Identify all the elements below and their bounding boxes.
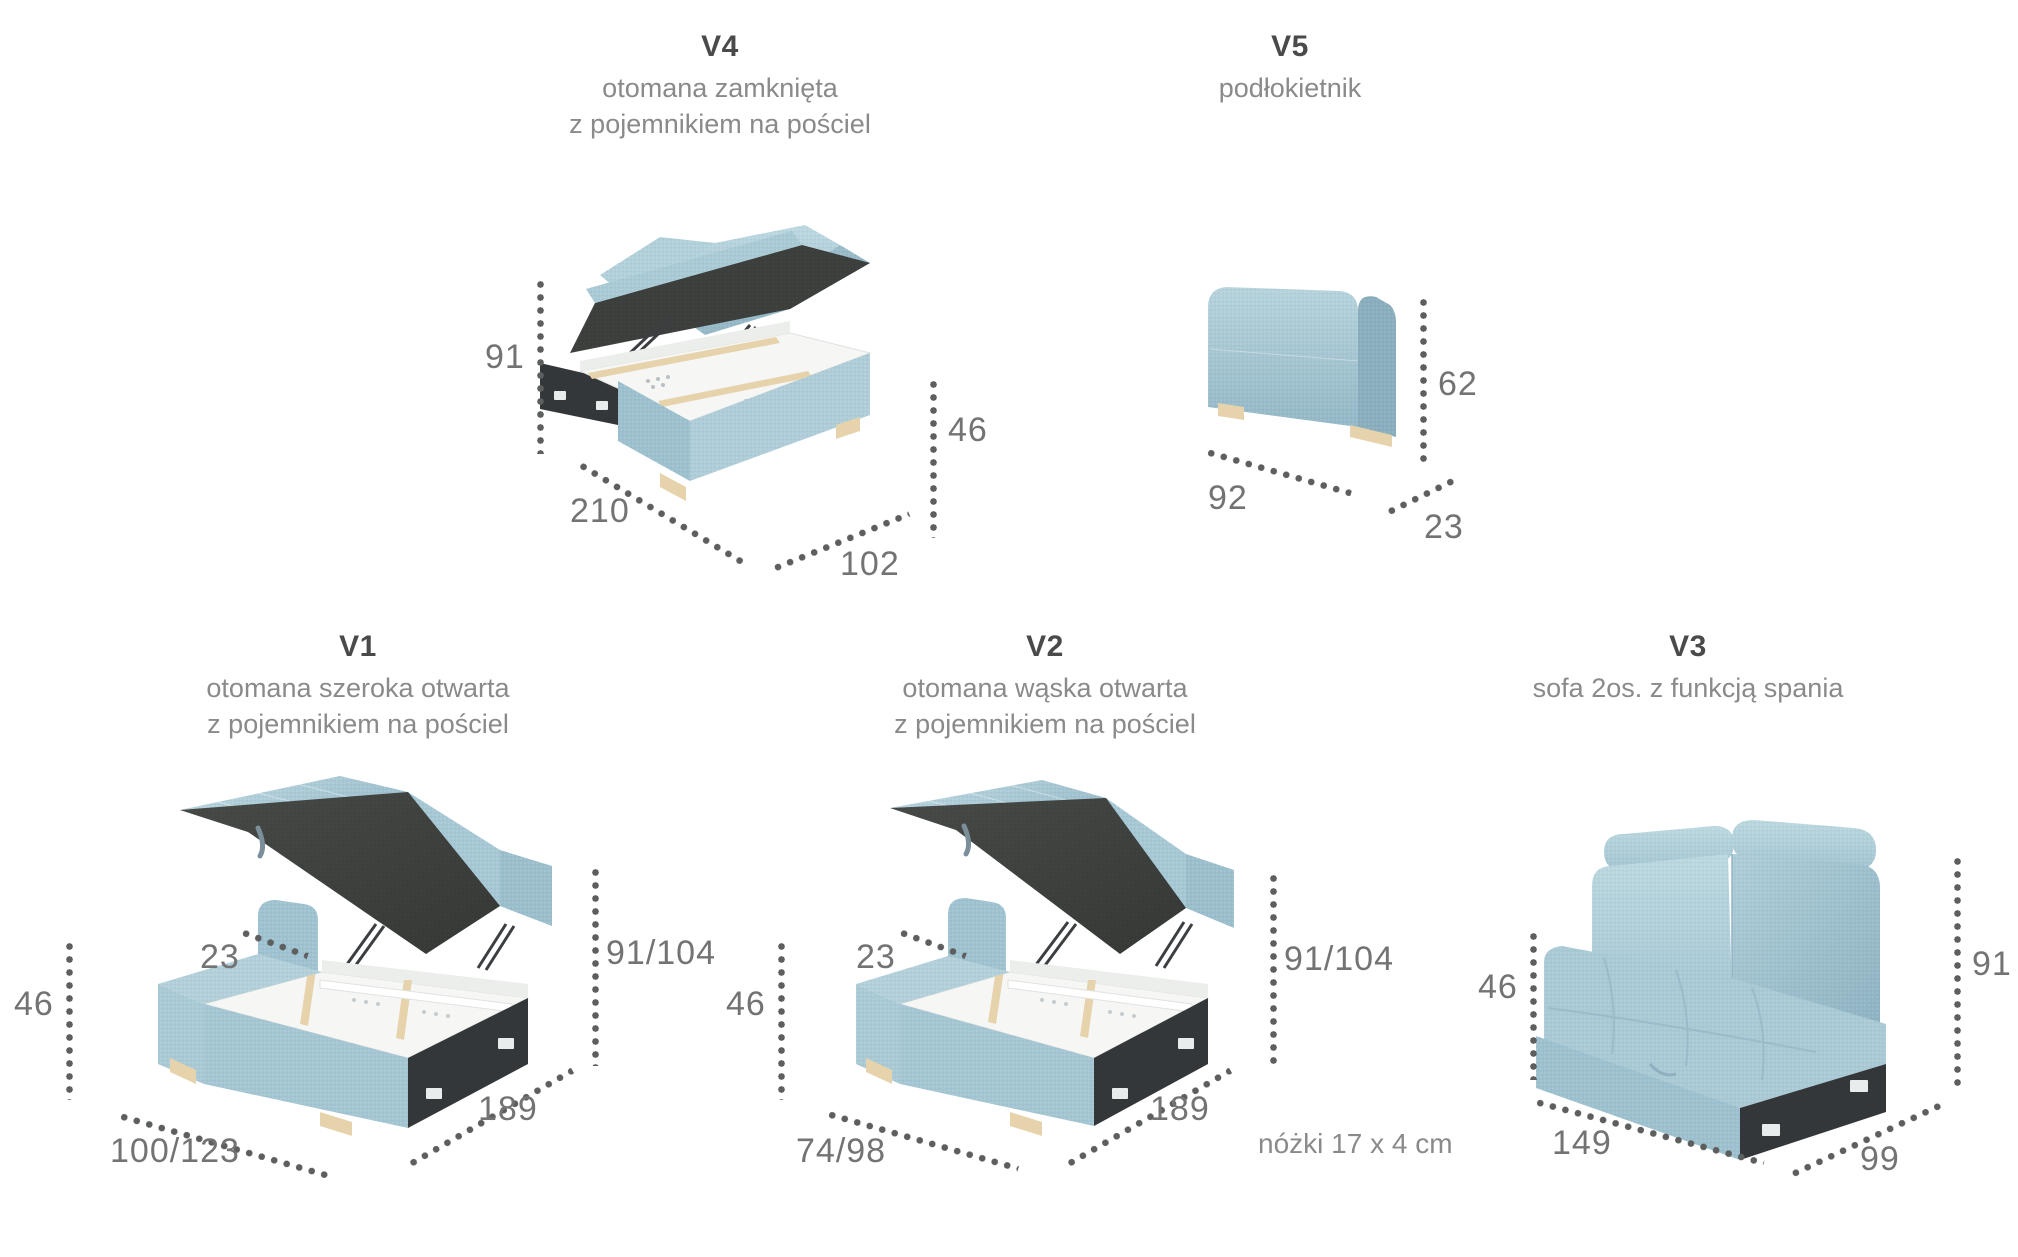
variant-v3-name: sofa 2os. z funkcją spania [1532,672,1844,703]
dimension-v1-length: 189 [478,1090,538,1128]
variant-v3-header: V3 sofa 2os. z funkcją spania [1478,628,1898,706]
dimension-v5-length: 92 [1208,479,1248,517]
leader-v2-base-height [778,940,785,1100]
dimension-v5-depth: 23 [1424,508,1464,546]
leader-v4-base-height [930,378,937,538]
variant-v5-header: V5 podłokietnik [1110,28,1470,106]
variant-v3-illustration [1500,808,1960,1168]
variant-v3-code: V3 [1669,630,1707,663]
variant-v2-illustration [820,758,1340,1148]
variant-v5-name: podłokietnik [1218,72,1362,103]
dimension-v3-depth: 99 [1860,1140,1900,1178]
dimension-v1-cushion: 23 [200,938,240,976]
leader-v1-height [592,866,599,1066]
variant-v5-illustration [1200,275,1460,495]
variant-v1-code: V1 [339,630,377,663]
dimension-v4-depth: 102 [840,545,900,583]
variant-v1-illustration [108,758,668,1148]
dimension-v1-base-height: 46 [14,985,54,1023]
variant-v4-name: otomana zamknięta z pojemnikiem na pości… [569,72,871,139]
variant-v4-illustration [540,185,1010,585]
leader-v5-height [1420,296,1427,468]
leader-v3-height [1954,855,1961,1087]
dimension-v2-depth: 74/98 [796,1132,887,1170]
leader-v2-height [1270,872,1277,1068]
leader-v4-height [537,278,544,454]
variant-v1-name: otomana szeroka otwarta z pojemnikiem na… [206,672,510,739]
dimension-v4-height: 91 [485,338,525,376]
dimension-v5-height: 62 [1438,365,1478,403]
leader-v3-base-height [1530,930,1537,1080]
dimension-v3-base-height: 46 [1478,968,1518,1006]
dimension-v2-height: 91/104 [1284,940,1394,978]
variant-v4-header: V4 otomana zamknięta z pojemnikiem na po… [540,28,900,142]
dimension-v2-cushion: 23 [856,938,896,976]
dimension-v3-height: 91 [1972,945,2012,983]
variant-v2-code: V2 [1026,630,1064,663]
dimension-v2-length: 189 [1150,1090,1210,1128]
leader-v1-base-height [66,940,73,1100]
variant-v1-header: V1 otomana szeroka otwarta z pojemnikiem… [168,628,548,742]
variant-v4-code: V4 [701,30,739,63]
dimension-v1-height: 91/104 [606,934,716,972]
dimension-v2-base-height: 46 [726,985,766,1023]
dimension-v3-length: 149 [1552,1124,1612,1162]
legs-footnote: nóżki 17 x 4 cm [1258,1128,1453,1159]
dimension-v1-depth: 100/123 [110,1132,240,1170]
dimension-v4-length: 210 [570,492,630,530]
variant-v5-code: V5 [1271,30,1309,63]
variant-v2-header: V2 otomana wąska otwarta z pojemnikiem n… [855,628,1235,742]
dimension-v4-base-height: 46 [948,411,988,449]
variant-v2-name: otomana wąska otwarta z pojemnikiem na p… [894,672,1196,739]
